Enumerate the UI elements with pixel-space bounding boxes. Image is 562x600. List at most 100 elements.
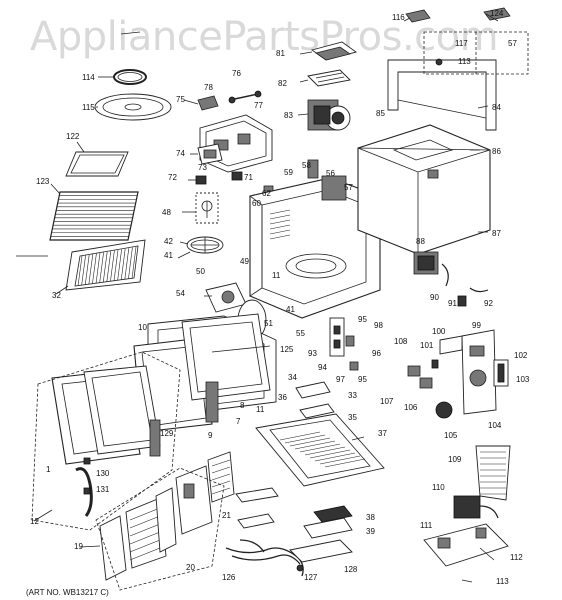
wire-harness — [225, 487, 353, 577]
part-label-72: 72 — [168, 173, 177, 182]
part-label-94: 94 — [318, 363, 327, 372]
part-label-50: 50 — [196, 267, 205, 276]
part-label-1: 1 — [46, 465, 51, 474]
part-label-92: 92 — [484, 299, 493, 308]
part-label-91: 91 — [448, 299, 457, 308]
part-label-97: 97 — [336, 375, 345, 384]
stirrer-shaft — [195, 192, 219, 224]
part-label-131: 131 — [96, 485, 110, 494]
part-label-81: 81 — [276, 49, 285, 58]
part-label-130: 130 — [96, 469, 110, 478]
part-label-73: 73 — [198, 163, 207, 172]
part-label-55: 55 — [296, 329, 305, 338]
glass-turntable-tray — [94, 93, 172, 121]
outer-case — [357, 124, 491, 255]
part-label-99: 99 — [472, 321, 481, 330]
part-label-113b: 113 — [496, 577, 509, 586]
part-label-57b: 57 — [344, 183, 353, 192]
part-label-8: 8 — [240, 401, 245, 410]
part-label-123: 123 — [36, 177, 50, 186]
hardware-kit — [423, 31, 529, 75]
part-label-122: 122 — [66, 132, 80, 141]
control-panel — [95, 451, 235, 591]
part-label-83: 83 — [284, 111, 293, 120]
art-number-text: (ART NO. WB13217 C) — [26, 588, 109, 597]
part-label-42: 42 — [164, 237, 173, 246]
part-label-56: 56 — [326, 169, 335, 178]
part-label-62: 62 — [262, 189, 271, 198]
part-label-57a: 57 — [508, 39, 517, 48]
part-label-85: 85 — [376, 109, 385, 118]
part-label-39: 39 — [366, 527, 375, 536]
part-label-107: 107 — [380, 397, 394, 406]
turntable-motor — [205, 282, 247, 313]
part-label-11a: 11 — [272, 271, 281, 280]
part-label-54: 54 — [176, 289, 185, 298]
part-label-19: 19 — [74, 542, 83, 551]
part-label-77: 77 — [254, 101, 263, 110]
door-dash-outline — [31, 351, 181, 531]
watermark-text: AppliancePartsPros.com — [30, 14, 498, 60]
oven-rack — [49, 191, 139, 241]
part-label-37: 37 — [378, 429, 387, 438]
part-label-60: 60 — [252, 199, 261, 208]
damper-assembly — [310, 41, 358, 61]
part-label-78: 78 — [204, 83, 213, 92]
thermal-fuse — [197, 143, 223, 165]
high-voltage-transformer — [413, 251, 489, 307]
part-label-84: 84 — [492, 103, 501, 112]
part-label-41a: 41 — [164, 251, 173, 260]
part-label-126: 126 — [222, 573, 236, 582]
mounting-plate — [387, 59, 497, 131]
part-label-21: 21 — [222, 511, 231, 520]
part-label-111: 111 — [420, 521, 433, 530]
heat-shield — [475, 445, 511, 501]
part-label-106: 106 — [404, 403, 418, 412]
part-label-49: 49 — [240, 257, 249, 266]
part-label-90: 90 — [430, 293, 439, 302]
part-label-11b: 11 — [256, 405, 265, 414]
door-frame — [51, 365, 161, 465]
high-voltage-capacitor — [453, 495, 499, 519]
base-plate — [423, 523, 509, 567]
part-label-117: 117 — [455, 39, 468, 48]
door-assembly — [133, 313, 277, 433]
part-label-114: 114 — [82, 73, 95, 82]
part-label-75: 75 — [176, 95, 185, 104]
part-label-38: 38 — [366, 513, 375, 522]
part-label-112: 112 — [510, 553, 523, 562]
part-label-116: 116 — [392, 13, 405, 22]
part-label-102: 102 — [514, 351, 528, 360]
door-latch-switches — [329, 317, 359, 371]
part-label-48: 48 — [162, 208, 171, 217]
part-label-110: 110 — [432, 483, 445, 492]
control-bracket — [407, 329, 509, 415]
lamp-cover — [303, 505, 353, 539]
part-label-87: 87 — [492, 229, 501, 238]
part-label-51: 51 — [264, 319, 273, 328]
part-label-105: 105 — [444, 431, 458, 440]
part-label-76: 76 — [232, 69, 241, 78]
part-label-7: 7 — [236, 417, 241, 426]
part-label-82: 82 — [278, 79, 287, 88]
capacitor — [435, 401, 453, 419]
part-label-20: 20 — [186, 563, 195, 572]
stirrer-fan — [186, 236, 224, 254]
oven-cavity — [249, 159, 381, 319]
part-label-115: 115 — [82, 103, 95, 112]
part-label-35: 35 — [348, 413, 357, 422]
part-label-128: 128 — [344, 565, 358, 574]
part-label-124: 124 — [490, 9, 504, 18]
part-label-32: 32 — [52, 291, 61, 300]
part-label-125: 125 — [280, 345, 294, 354]
part-label-36: 36 — [278, 393, 287, 402]
part-label-129: 129 — [160, 429, 174, 438]
part-label-71: 71 — [244, 173, 253, 182]
part-label-10: 10 — [138, 323, 147, 332]
grease-filter — [65, 151, 129, 177]
part-label-100: 100 — [432, 327, 446, 336]
part-label-86: 86 — [492, 147, 501, 156]
part-label-93: 93 — [308, 349, 317, 358]
part-label-12: 12 — [30, 517, 39, 526]
part-label-127: 127 — [304, 573, 318, 582]
